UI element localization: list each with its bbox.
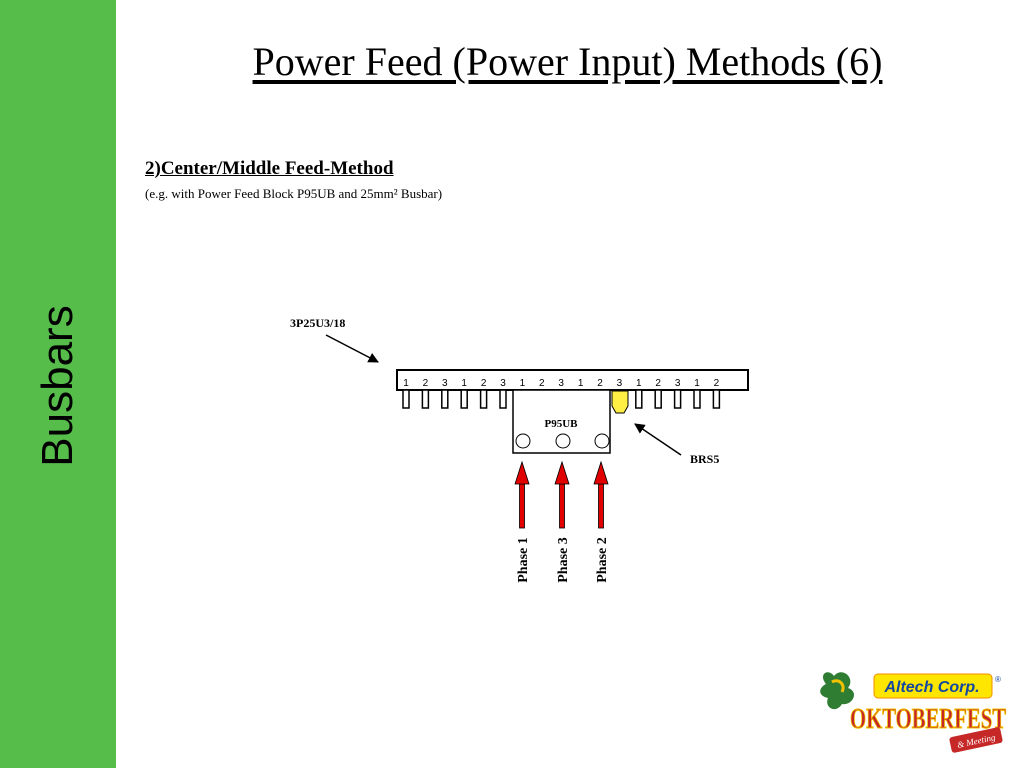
terminal-hole [515, 433, 531, 449]
busbar-label: 3P25U3/18 [290, 316, 345, 330]
logo-event: OKTOBERFEST [850, 704, 1006, 735]
page-title: Power Feed (Power Input) Methods (6) [252, 39, 883, 84]
brs-pointer-arrow [634, 423, 682, 456]
pin-number: 3 [442, 378, 448, 389]
busbar-pin [402, 389, 410, 409]
pin-number: 1 [636, 378, 642, 389]
pin-number: 3 [500, 378, 506, 389]
altech-oktoberfest-logo: Altech Corp. ® OKTOBERFEST & Meeting [820, 672, 1007, 753]
pin-number-group: 1 2 3 1 2 3 1 2 3 1 2 3 1 2 3 1 2 [403, 378, 719, 389]
pin-number: 2 [714, 378, 720, 389]
pin-number: 3 [675, 378, 681, 389]
feed-block-label: P95UB [545, 418, 579, 430]
phase-arrow-shaft [598, 483, 604, 529]
pin-number: 1 [578, 378, 584, 389]
busbar-pin [441, 389, 449, 409]
pretzel-icon [820, 672, 855, 710]
pin-number: 2 [423, 378, 429, 389]
pin-number: 3 [617, 378, 623, 389]
hat-brim-icon [831, 679, 845, 693]
phase-label: Phase 3 [556, 537, 571, 583]
busbar-pointer-arrow [325, 334, 379, 363]
phase-label: Phase 1 [516, 537, 531, 583]
pin-number: 1 [520, 378, 526, 389]
phase-arrow-shaft [519, 483, 525, 529]
brs-cap [611, 390, 629, 414]
section-subtitle: 2)Center/Middle Feed-Method [145, 158, 394, 179]
busbar-pin [673, 389, 682, 409]
busbar-pin [499, 389, 507, 409]
busbar-pin [654, 389, 662, 409]
phase-arrow-head [554, 460, 570, 485]
phase-arrow-head [514, 460, 530, 485]
pin-number: 2 [539, 378, 545, 389]
terminal-hole [594, 433, 610, 449]
busbar-pin [421, 389, 430, 409]
phase-arrow-group: Phase 1 Phase 3 Phase 2 [514, 460, 610, 583]
pin-number: 1 [403, 378, 409, 389]
pin-number: 1 [694, 378, 700, 389]
busbar-pin [693, 389, 701, 409]
phase-arrow-shaft [559, 483, 565, 529]
pin-number: 2 [481, 378, 487, 389]
section-note: (e.g. with Power Feed Block P95UB and 25… [145, 186, 443, 201]
brs-label: BRS5 [690, 452, 719, 466]
sidebar: Busbars [0, 0, 116, 768]
pin-number: 1 [461, 378, 467, 389]
terminal-hole [555, 433, 571, 449]
pin-number: 2 [655, 378, 661, 389]
busbar-pin [479, 389, 488, 409]
phase-arrow-head [593, 460, 609, 485]
logo-registered: ® [995, 675, 1001, 684]
phase-label: Phase 2 [595, 537, 610, 583]
busbar-pin [712, 389, 721, 409]
pin-number: 2 [597, 378, 603, 389]
pin-number: 3 [558, 378, 564, 389]
busbar-pin [460, 389, 468, 409]
busbar-pin [635, 389, 643, 409]
logo-brand: Altech Corp. [883, 679, 979, 696]
